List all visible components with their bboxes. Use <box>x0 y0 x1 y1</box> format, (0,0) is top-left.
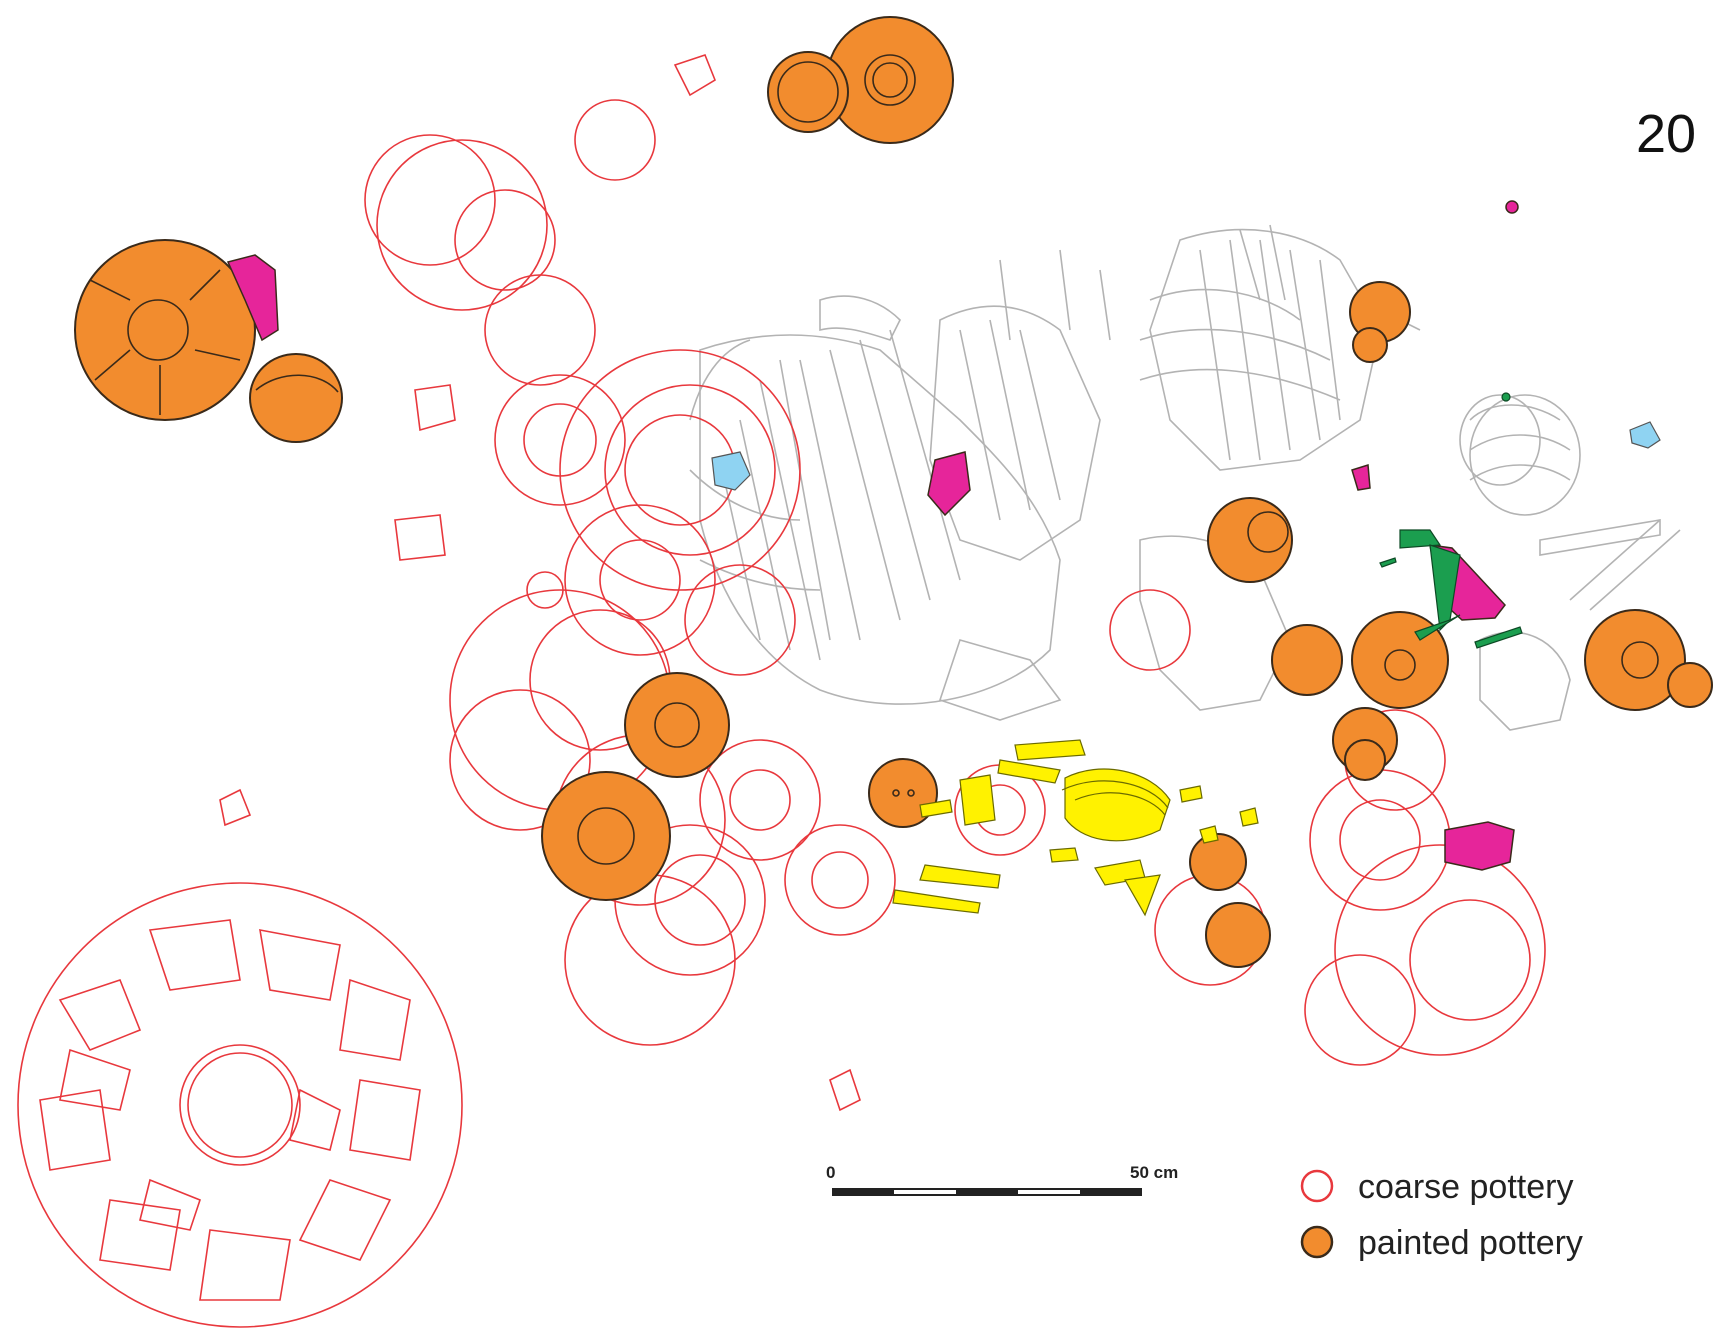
coarse-pottery-legend-icon <box>1300 1169 1334 1203</box>
scale-start-label: 0 <box>826 1163 835 1182</box>
scale-bar-segment-white-1 <box>894 1190 956 1194</box>
secondary-skeleton <box>892 739 1259 917</box>
scale-bar-segment-white-2 <box>1018 1190 1080 1194</box>
legend-label-coarse-pottery: coarse pottery <box>1358 1168 1573 1206</box>
painted-pottery-legend-icon <box>1300 1225 1334 1259</box>
human-skeleton-outline <box>689 224 1681 731</box>
scale-bar-frame <box>832 1188 1142 1196</box>
green-objects <box>1379 392 1523 649</box>
legend: coarse pottery painted pottery <box>1300 1168 1583 1262</box>
coarse-pottery-vessels <box>17 54 1546 1328</box>
plate-number: 20 <box>1636 104 1696 164</box>
scale-bar: 0 50 cm <box>826 1163 1178 1196</box>
legend-label-painted-pottery: painted pottery <box>1358 1224 1583 1262</box>
scale-end-label: 50 cm <box>1130 1163 1178 1182</box>
blue-objects <box>711 421 1661 491</box>
painted-pottery-vessels <box>74 16 1713 968</box>
